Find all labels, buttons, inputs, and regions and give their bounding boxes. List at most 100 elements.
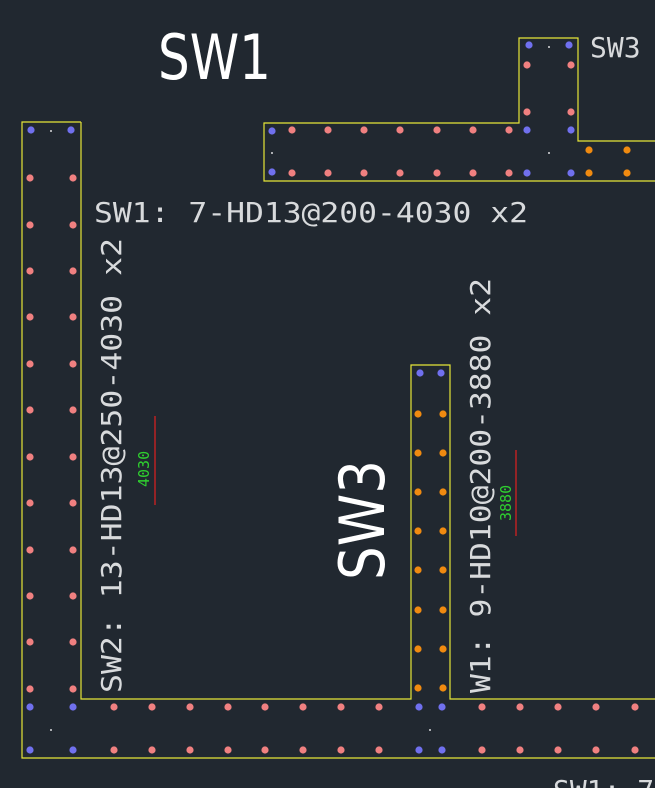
rebar-dot-slab <box>516 703 524 711</box>
rebar-dot-w1 <box>414 410 422 418</box>
rebar-dot-sw3 <box>623 169 631 177</box>
sw1-rebar-annotation[interactable]: SW1: 7-HD13@200-4030 x2 <box>94 196 528 229</box>
rebar-dot-sw2 <box>69 499 77 507</box>
dimension-4030[interactable]: 4030 <box>135 416 156 505</box>
rebar-dot-sw1 <box>567 61 575 69</box>
rebar-dot-slab <box>478 746 486 754</box>
rebar-dot-sw2 <box>26 174 34 182</box>
wall-outline-sw2-inner[interactable] <box>80 122 655 700</box>
wall-outline-sw1[interactable] <box>263 37 655 182</box>
rebar-dot-corner <box>523 169 531 177</box>
wall-outline-sw2[interactable] <box>21 121 655 759</box>
bottom-cut-label[interactable]: SW1: 7 <box>553 774 654 788</box>
rebar-dot-sw1 <box>523 61 531 69</box>
rebar-dot-corner <box>438 746 446 754</box>
sw3-cut-label[interactable]: SW3 <box>590 31 641 64</box>
rebar-dot-sw1 <box>360 169 368 177</box>
rebar-dot-slab <box>148 703 156 711</box>
rebar-dot-sw1 <box>523 108 531 116</box>
rebar-dot-slab <box>592 746 600 754</box>
rebar-dot-corner <box>438 703 446 711</box>
sw3-title[interactable]: SW3 <box>326 460 399 580</box>
sw2-rebar-annotation[interactable]: SW2: 13-HD13@250-4030 x2 <box>95 238 128 693</box>
rebar-dot-sw2 <box>26 592 34 600</box>
rebar-dot-w1 <box>439 449 447 457</box>
dimension-3880[interactable]: 3880 <box>497 450 517 536</box>
rebar-dot-sw1 <box>567 108 575 116</box>
rebar-dot-slab <box>148 746 156 754</box>
rebar-dot-sw1 <box>505 169 513 177</box>
rebar-dot-sw1 <box>324 169 332 177</box>
rebar-dot-sw1 <box>469 126 477 134</box>
rebar-dot-slab <box>110 703 118 711</box>
rebar-dot-w1 <box>414 527 422 535</box>
rebar-dot-sw2 <box>26 406 34 414</box>
sw1-title[interactable]: SW1 <box>158 21 271 94</box>
rebar-dot-sw2 <box>69 406 77 414</box>
rebar-dot-w1 <box>439 488 447 496</box>
rebar-dot-sw2 <box>26 638 34 646</box>
rebar-dot-corner <box>565 41 573 49</box>
rebar-dot-corner <box>567 126 575 134</box>
rebar-dot-slab <box>224 746 232 754</box>
rebar-dot-slab <box>554 703 562 711</box>
rebar-dot-sw2 <box>26 221 34 229</box>
rebar-dot-sw1 <box>324 126 332 134</box>
stray-points <box>50 46 550 731</box>
rebar-dot-sw1 <box>396 169 404 177</box>
rebar-dot-slab <box>478 703 486 711</box>
rebar-dot-sw1 <box>433 169 441 177</box>
rebar-dot-slab <box>186 746 194 754</box>
rebar-dot-slab <box>631 746 639 754</box>
rebar-dot-w1 <box>414 449 422 457</box>
w1-rebar-annotation[interactable]: W1: 9-HD10@200-3880 x2 <box>464 278 497 693</box>
rebar-dot-sw1 <box>288 169 296 177</box>
rebar-dot-sw1 <box>469 169 477 177</box>
rebar-dot-corner <box>437 369 445 377</box>
rebar-dot-sw2 <box>69 592 77 600</box>
rebar-dot-corner <box>525 41 533 49</box>
rebar-dot-w1 <box>414 684 422 692</box>
rebar-dot-sw2 <box>69 267 77 275</box>
rebar-layer <box>26 41 639 754</box>
rebar-dot-w1 <box>439 410 447 418</box>
rebar-dot-w1 <box>439 645 447 653</box>
rebar-dot-sw1 <box>360 126 368 134</box>
rebar-dot-sw2 <box>26 453 34 461</box>
dimension-text-3880: 3880 <box>497 485 515 521</box>
rebar-dot-slab <box>299 746 307 754</box>
rebar-dot-slab <box>337 703 345 711</box>
rebar-dot-sw2 <box>26 360 34 368</box>
rebar-dot-sw3 <box>585 146 593 154</box>
rebar-dot-sw1 <box>396 126 404 134</box>
rebar-dot-sw2 <box>26 685 34 693</box>
rebar-dot-sw2 <box>26 267 34 275</box>
rebar-dot-corner <box>567 169 575 177</box>
rebar-dot-sw2 <box>69 313 77 321</box>
rebar-dot-corner <box>415 746 423 754</box>
rebar-dot-w1 <box>414 606 422 614</box>
rebar-dot-sw1 <box>505 126 513 134</box>
rebar-dot-sw2 <box>69 546 77 554</box>
rebar-dot-w1 <box>414 645 422 653</box>
rebar-dot-sw2 <box>26 499 34 507</box>
rebar-dot-corner <box>26 746 34 754</box>
rebar-dot-sw2 <box>26 546 34 554</box>
rebar-dot-corner <box>27 126 35 134</box>
rebar-dot-corner <box>416 369 424 377</box>
rebar-dot-corner <box>69 746 77 754</box>
rebar-dot-slab <box>299 703 307 711</box>
rebar-dot-corner <box>26 703 34 711</box>
rebar-dot-sw2 <box>69 685 77 693</box>
rebar-dot-slab <box>375 746 383 754</box>
rebar-dot-corner <box>67 126 75 134</box>
rebar-dot-slab <box>554 746 562 754</box>
rebar-dot-slab <box>261 746 269 754</box>
rebar-dot-sw3 <box>585 169 593 177</box>
rebar-dot-sw2 <box>69 221 77 229</box>
rebar-dot-w1 <box>439 566 447 574</box>
rebar-dot-sw2 <box>69 174 77 182</box>
rebar-dot-corner <box>268 127 276 135</box>
rebar-dot-w1 <box>414 488 422 496</box>
